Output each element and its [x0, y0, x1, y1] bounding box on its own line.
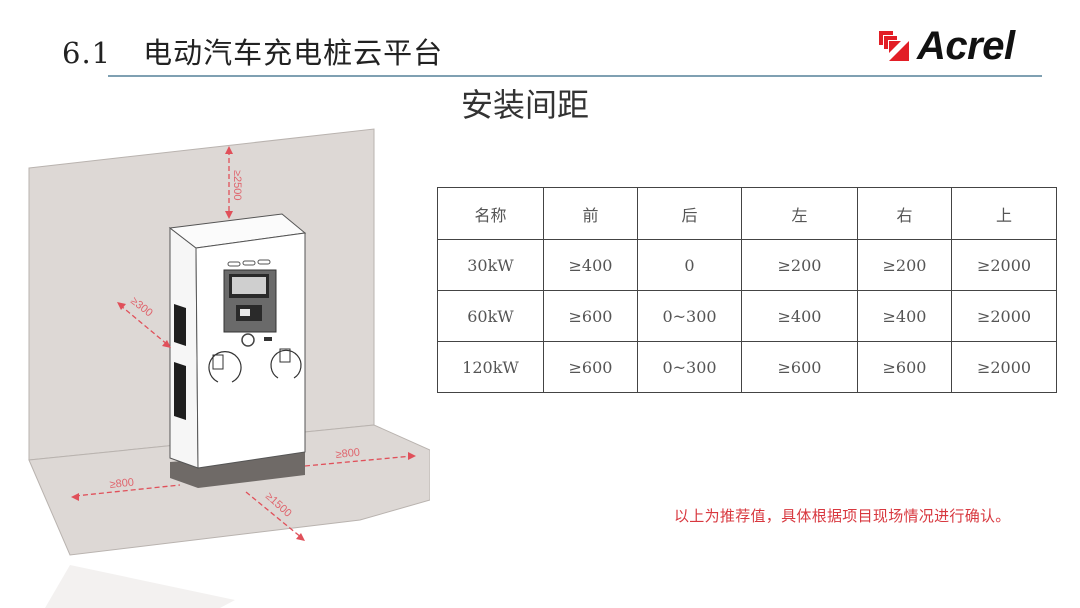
dim-left-floor-label: ≥800	[109, 476, 135, 490]
table-row: 120kW ≥600 0~300 ≥600 ≥600 ≥2000	[437, 341, 1057, 393]
cell-top: ≥2000	[951, 290, 1057, 342]
cell-top: ≥2000	[951, 341, 1057, 393]
header-back: 后	[637, 187, 742, 240]
cell-top: ≥2000	[951, 239, 1057, 291]
cell-front: ≥600	[543, 290, 638, 342]
recommendation-footnote: 以上为推荐值，具体根据项目现场情况进行确认。	[674, 507, 1011, 525]
header-top: 上	[951, 187, 1057, 240]
table-row: 30kW ≥400 0 ≥200 ≥200 ≥2000	[437, 239, 1057, 291]
table-row: 60kW ≥600 0~300 ≥400 ≥400 ≥2000	[437, 290, 1057, 342]
header-front: 前	[543, 187, 638, 240]
header-right: 右	[857, 187, 952, 240]
header-name: 名称	[437, 187, 544, 240]
cell-left: ≥400	[741, 290, 858, 342]
cell-right: ≥200	[857, 239, 952, 291]
cell-back: 0~300	[637, 290, 742, 342]
cell-left: ≥200	[741, 239, 858, 291]
section-heading: 电动汽车充电桩云平台	[143, 36, 444, 70]
acrel-logo: Acrel	[877, 26, 1015, 66]
header-left: 左	[741, 187, 858, 240]
clearance-table: 名称 前 后 左 右 上 30kW ≥400 0 ≥200 ≥200 ≥2000…	[437, 187, 1057, 393]
acrel-logo-mark-icon	[879, 31, 909, 61]
cell-back: 0	[637, 239, 742, 291]
logo-text: Acrel	[917, 24, 1015, 68]
cell-power: 120kW	[437, 341, 544, 393]
cell-left: ≥600	[741, 341, 858, 393]
installation-diagram: ≥2500 ≥300 ≥800 ≥800 ≥1500	[28, 128, 431, 608]
dim-right-floor-label: ≥800	[335, 446, 361, 460]
cell-power: 30kW	[437, 239, 544, 291]
cell-front: ≥400	[543, 239, 638, 291]
table-header-row: 名称 前 后 左 右 上	[437, 187, 1057, 240]
section-title: 安装间距	[461, 86, 590, 124]
charging-pile-illustration: ≥2500 ≥300 ≥800 ≥800 ≥1500	[0, 120, 431, 608]
page-title: 6.1 电动汽车充电桩云平台	[62, 30, 443, 72]
cell-power: 60kW	[437, 290, 544, 342]
cell-back: 0~300	[637, 341, 742, 393]
header-divider	[108, 75, 1042, 77]
cell-right: ≥400	[857, 290, 952, 342]
cell-right: ≥600	[857, 341, 952, 393]
dim-top-label: ≥2500	[231, 170, 243, 201]
cell-front: ≥600	[543, 341, 638, 393]
section-number: 6.1	[62, 36, 112, 70]
